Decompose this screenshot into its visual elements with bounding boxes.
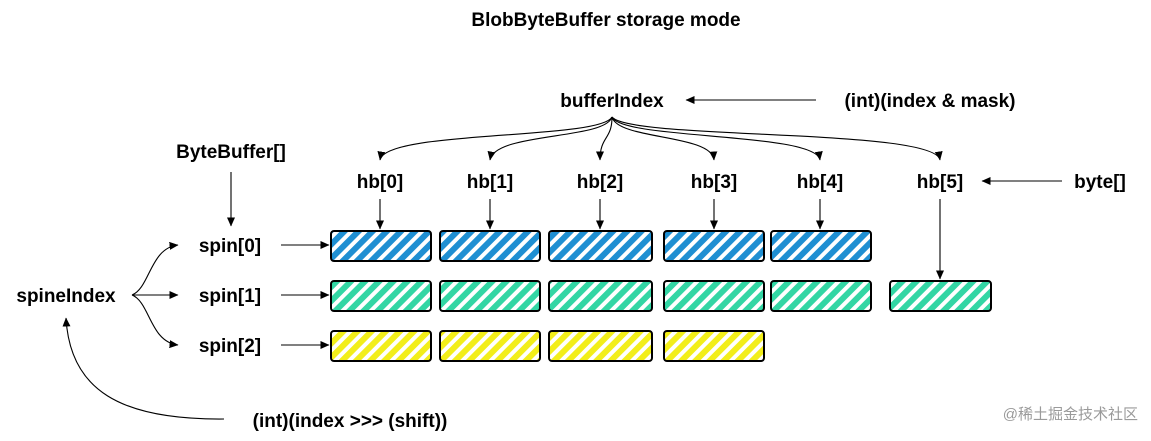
spine-label: spin[2] — [199, 336, 261, 357]
buffer-block — [330, 280, 432, 312]
buffer-block — [439, 280, 541, 312]
spine-row-2 — [330, 330, 765, 362]
buffer-block — [663, 280, 765, 312]
byte-buffer-array-label: ByteBuffer[] — [176, 142, 286, 163]
hb-label: hb[3] — [691, 172, 737, 193]
watermark: @稀土掘金技术社区 — [1003, 406, 1138, 423]
diagram-title: BlobByteBuffer storage mode — [471, 10, 740, 31]
byte-array-label: byte[] — [1074, 172, 1126, 193]
buffer-block — [770, 230, 872, 262]
buffer-block — [439, 330, 541, 362]
buffer-block — [330, 230, 432, 262]
buffer-index-fanout — [377, 116, 943, 161]
spine-index-formula: (int)(index >>> (shift)) — [253, 411, 448, 432]
buffer-index-formula: (int)(index & mask) — [844, 91, 1015, 112]
hb-label: hb[5] — [917, 172, 963, 193]
spine-index-fanout — [131, 241, 179, 349]
buffer-block — [548, 230, 653, 262]
hb-label: hb[1] — [467, 172, 513, 193]
buffer-block — [663, 230, 765, 262]
hb-label: hb[0] — [357, 172, 403, 193]
spine-index-label: spineIndex — [16, 286, 116, 307]
spine-label: spin[1] — [199, 286, 261, 307]
buffer-block — [330, 330, 432, 362]
buffer-block — [770, 280, 872, 312]
buffer-index-label: bufferIndex — [560, 91, 664, 112]
spine-to-block-arrows — [281, 241, 330, 349]
buffer-block — [889, 280, 992, 312]
spine-row-1 — [330, 280, 992, 312]
buffer-block — [548, 330, 653, 362]
buffer-block — [439, 230, 541, 262]
buffer-block — [548, 280, 653, 312]
hb-to-block-arrows — [376, 199, 944, 280]
hb-label: hb[4] — [797, 172, 843, 193]
buffer-block — [663, 330, 765, 362]
hb-label: hb[2] — [577, 172, 623, 193]
arrow-shift-formula-to-spine-index — [62, 317, 225, 420]
spine-row-0 — [330, 230, 872, 262]
spine-label: spin[0] — [199, 236, 261, 257]
